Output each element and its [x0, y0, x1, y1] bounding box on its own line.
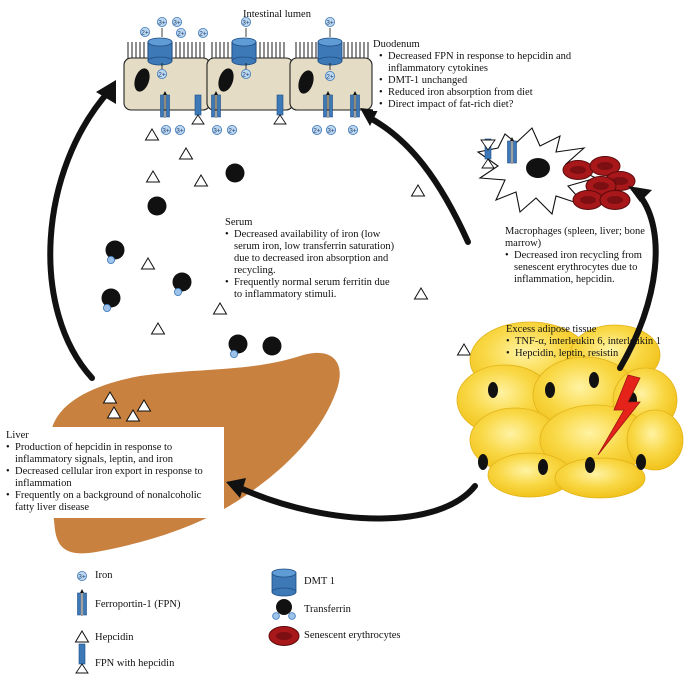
duodenum-bullet: DMT-1 unchanged: [379, 75, 611, 87]
adipose-bullet: Hepcidin, leptin, resistin: [506, 348, 680, 360]
legend-dmt1-label: DMT 1: [304, 576, 336, 587]
legend-hepcidin-symbol: [75, 630, 89, 643]
legend-fpn-hepcidin-symbol: [75, 643, 89, 674]
liver-bullet: Production of hepcidin in response to in…: [6, 442, 220, 466]
legend-fpn-hepcidin-label: FPN with hepcidin: [95, 658, 175, 669]
macrophage-text-block: Macrophages (spleen, liver; bone marrow)…: [505, 226, 647, 286]
adipose-title: Excess adipose tissue: [506, 324, 597, 335]
duodenum-bullet: Reduced iron absorption from diet: [379, 87, 611, 99]
legend-dmt1-symbol: [271, 568, 297, 597]
macrophage-title: Macrophages (spleen, liver; bone marrow): [505, 226, 645, 249]
lumen-label: Intestinal lumen: [243, 9, 311, 20]
liver-text-block: Liver Production of hepcidin in response…: [2, 427, 224, 518]
legend-erythrocyte-symbol: [268, 626, 300, 646]
duodenum-text-block: Duodenum Decreased FPN in response to he…: [373, 39, 611, 111]
legend-iron-label: Iron: [95, 570, 113, 581]
duodenum-epithelium: [123, 42, 373, 111]
macrophage: [476, 127, 598, 216]
serum-bullet: Decreased availability of iron (low seru…: [225, 229, 397, 277]
dmt1-transporter: [231, 37, 257, 66]
adipose-text-block: Excess adipose tissue TNF-α, interleukin…: [506, 324, 680, 360]
legend-erythrocyte-label: Senescent erythrocytes: [304, 630, 401, 641]
duodenum-bullet: Direct impact of fat-rich diet?: [379, 99, 611, 111]
legend-iron-symbol: [76, 570, 88, 582]
duodenum-bullet: Decreased FPN in response to hepcidin an…: [379, 51, 611, 75]
liver-title: Liver: [6, 430, 29, 441]
serum-bullet: Frequently normal serum ferritin due to …: [225, 277, 397, 301]
cycle-arrowheads: [96, 80, 652, 498]
serum-title: Serum: [225, 217, 253, 228]
legend-fpn-symbol: [77, 588, 87, 617]
macrophage-bullet: Decreased iron recycling from senescent …: [505, 250, 647, 286]
lumen-iron-ions: [139, 16, 336, 82]
liver-bullet: Decreased cellular iron export in respon…: [6, 466, 220, 490]
legend-hepcidin-label: Hepcidin: [95, 632, 134, 643]
legend-transferrin-label: Transferrin: [304, 604, 351, 615]
legend-fpn-label: Ferroportin-1 (FPN): [95, 599, 181, 610]
dmt1-transporter: [147, 37, 173, 66]
legend-transferrin-symbol: [272, 599, 296, 620]
duodenum-title: Duodenum: [373, 39, 420, 50]
liver-bullet: Frequently on a background of nonalcohol…: [6, 490, 220, 514]
serum-text-block: Serum Decreased availability of iron (lo…: [225, 217, 397, 301]
adipose-bullet: TNF-α, interleukin 6, interleukin 1: [506, 336, 680, 348]
dmt1-transporter: [317, 37, 343, 66]
adipose-tissue: [456, 321, 684, 499]
inflammation-lightning: [597, 374, 641, 456]
basolateral-iron-ions: [160, 124, 359, 136]
